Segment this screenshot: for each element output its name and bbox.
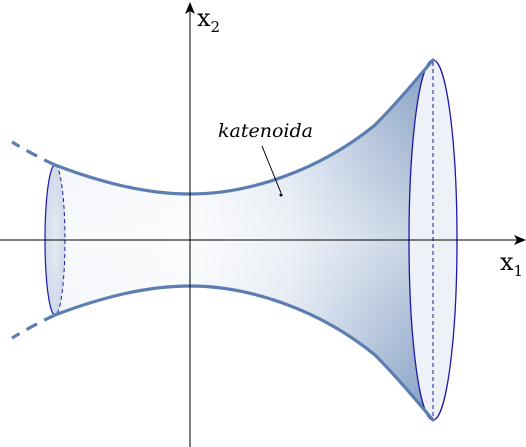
x2-axis-arrowhead xyxy=(185,2,195,14)
x2-axis-label: x2 xyxy=(197,4,220,36)
callout-leader-line xyxy=(261,145,282,194)
upper-continuation-dashed xyxy=(11,140,56,167)
lower-outline xyxy=(53,284,435,422)
surface-outline xyxy=(11,58,435,422)
surface-callout: katenoida xyxy=(218,120,313,197)
x1-axis-arrowhead xyxy=(514,235,526,245)
left-ellipse-back xyxy=(54,164,66,316)
callout-point xyxy=(279,193,283,197)
lower-continuation-dashed xyxy=(11,313,56,340)
upper-outline xyxy=(53,58,435,196)
surface-label: katenoida xyxy=(218,120,313,142)
x1-axis-label: x1 xyxy=(500,248,523,280)
